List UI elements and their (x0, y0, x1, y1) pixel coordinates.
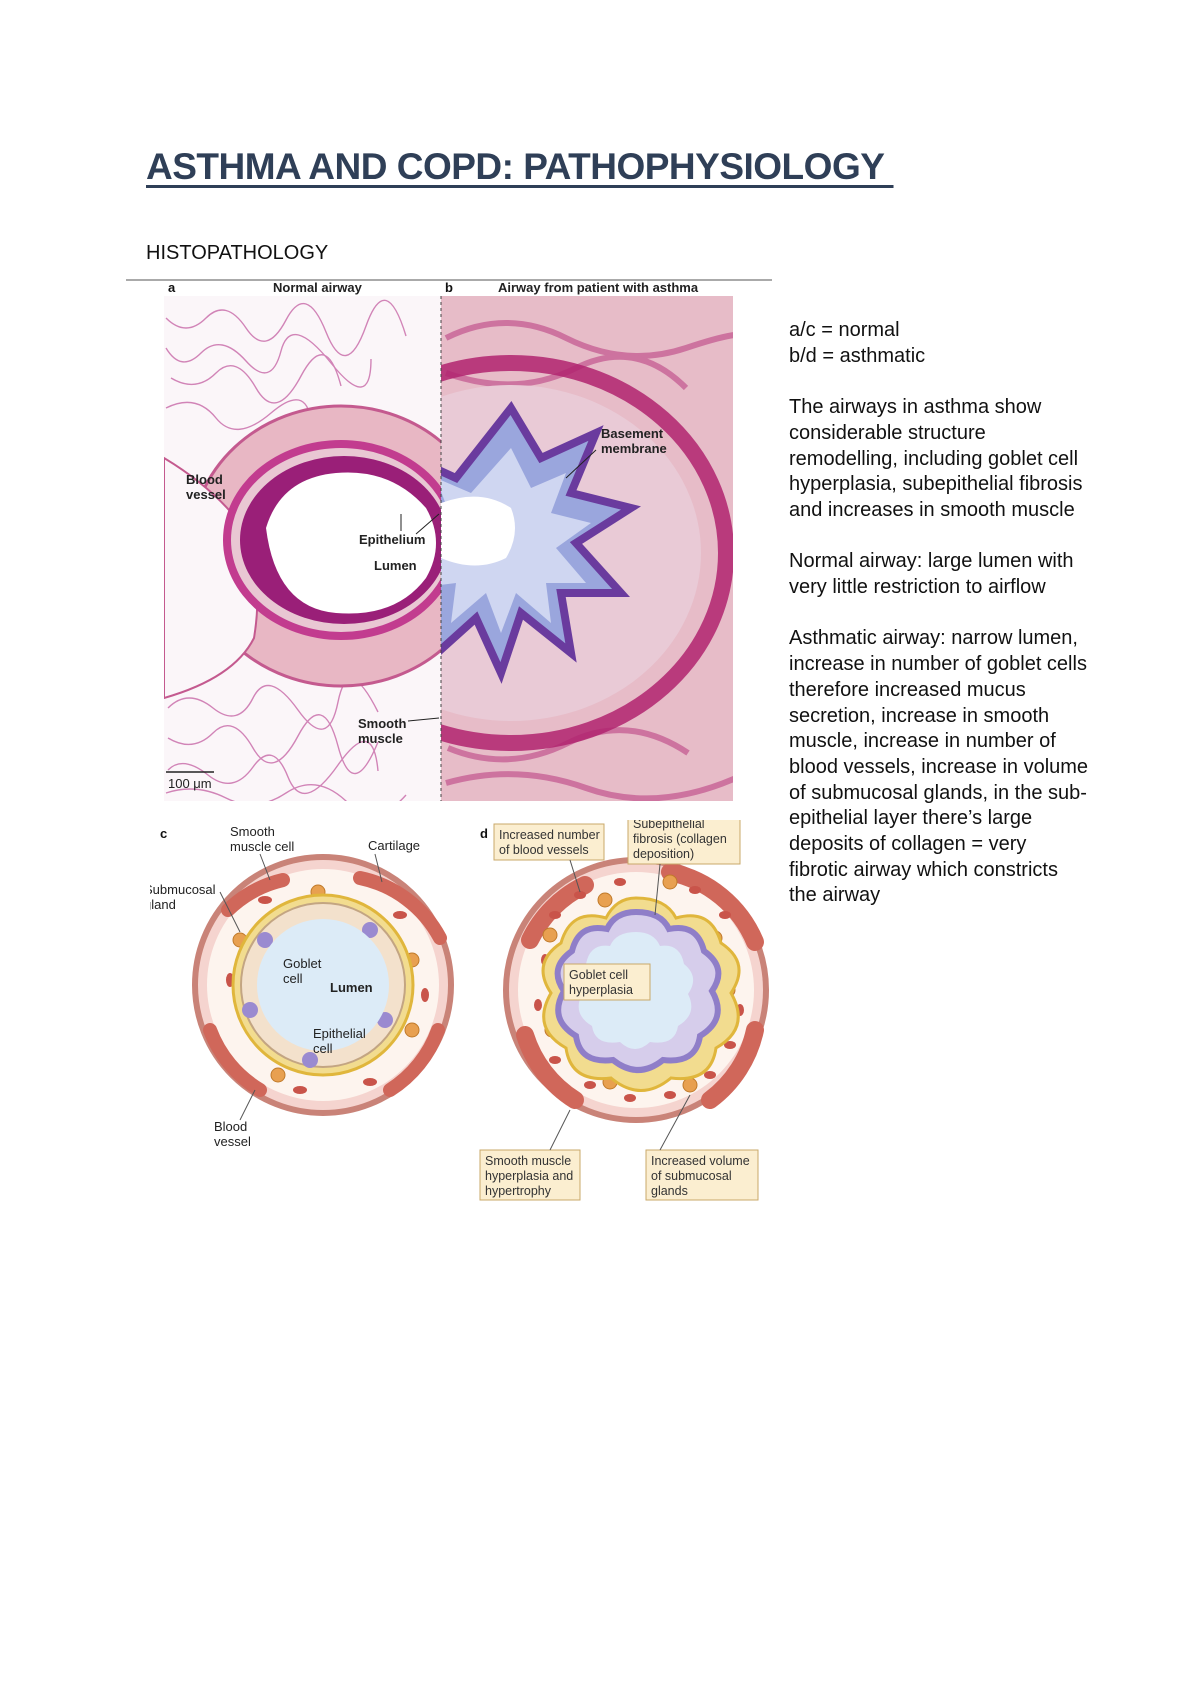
smooth-muscle-cell-label-2: muscle cell (230, 839, 294, 854)
callout-goblet-line-1: Goblet cell (569, 968, 628, 982)
callout-glands: Increased volume of submucosal glands (645, 1094, 759, 1201)
notes-paragraph-asthmatic: Asthmatic airway: narrow lumen, increase… (789, 627, 1089, 907)
notes-paragraph-normal: Normal airway: large lumen with very lit… (789, 550, 1074, 598)
smooth-muscle-label-2: muscle (358, 731, 403, 746)
basement-membrane-label-2: membrane (601, 441, 667, 456)
basement-membrane-label-1: Basement (601, 426, 664, 441)
legend-line-asthmatic: b/d = asthmatic (789, 344, 926, 367)
panel-a-micrograph (164, 296, 441, 801)
blood-vessel-label-c-1: Blood (214, 1119, 247, 1134)
panel-b-letter: b (445, 280, 453, 295)
panel-a-header: Normal airway (273, 280, 363, 295)
lumen-label: Lumen (374, 558, 417, 573)
panel-a-letter: a (168, 280, 176, 295)
panel-c-diagram (192, 854, 454, 1116)
schematic-figure: c (150, 820, 769, 1201)
goblet-cell-label-1: Goblet (283, 956, 322, 971)
callout-smooth-muscle-line-1: Smooth muscle (485, 1154, 571, 1168)
smooth-muscle-cell-label-1: Smooth (230, 824, 275, 839)
callout-glands-line-2: of submucosal (651, 1169, 732, 1183)
callout-vessels-line-2: of blood vessels (499, 843, 589, 857)
notes-column: a/c = normal b/d = asthmatic The airways… (789, 318, 1089, 935)
submucosal-gland-label-1: Submucosal (150, 882, 216, 897)
callout-fibrosis: Subepithelial fibrosis (collagen deposit… (627, 820, 741, 916)
callout-smooth-muscle-line-3: hypertrophy (485, 1184, 552, 1198)
callout-smooth-muscle: Smooth muscle hyperplasia and hypertroph… (479, 1109, 581, 1201)
scale-bar-label: 100 μm (168, 776, 212, 791)
panel-b-micrograph (441, 296, 733, 801)
section-heading: HISTOPATHOLOGY (146, 242, 329, 264)
histology-figure: a Normal airway b Airway from patient wi… (126, 279, 772, 801)
callout-goblet: Goblet cell hyperplasia (563, 963, 651, 1001)
callout-fibrosis-line-3: deposition) (633, 847, 694, 861)
panel-b-header: Airway from patient with asthma (498, 280, 699, 295)
blood-vessel-label-2: vessel (186, 487, 226, 502)
blood-vessel-label-c-2: vessel (214, 1134, 251, 1149)
smooth-muscle-label-1: Smooth (358, 716, 406, 731)
callout-vessels: Increased number of blood vessels (493, 823, 605, 893)
epithelial-cell-label-1: Epithelial (313, 1026, 366, 1041)
epithelial-cell-label-2: cell (313, 1041, 333, 1056)
notes-paragraph-remodelling: The airways in asthma show considerable … (789, 396, 1083, 521)
lumen-label-c: Lumen (330, 980, 373, 995)
legend-line-normal: a/c = normal (789, 319, 900, 341)
cartilage-label: Cartilage (368, 838, 420, 853)
callout-glands-line-3: glands (651, 1184, 688, 1198)
submucosal-gland-label-2: gland (150, 897, 176, 912)
callout-smooth-muscle-line-2: hyperplasia and (485, 1169, 573, 1183)
blood-vessel-label-1: Blood (186, 472, 223, 487)
page-title: ASTHMA AND COPD: PATHOPHYSIOLOGY (146, 146, 894, 187)
epithelium-label: Epithelium (359, 532, 425, 547)
callout-goblet-line-2: hyperplasia (569, 983, 633, 997)
panel-c-letter: c (160, 826, 167, 841)
panel-d-letter: d (480, 826, 488, 841)
callout-fibrosis-line-1: Subepithelial (633, 820, 705, 831)
goblet-cell-label-2: cell (283, 971, 303, 986)
callout-vessels-line-1: Increased number (499, 828, 600, 842)
callout-glands-line-1: Increased volume (651, 1154, 750, 1168)
callout-fibrosis-line-2: fibrosis (collagen (633, 832, 727, 846)
